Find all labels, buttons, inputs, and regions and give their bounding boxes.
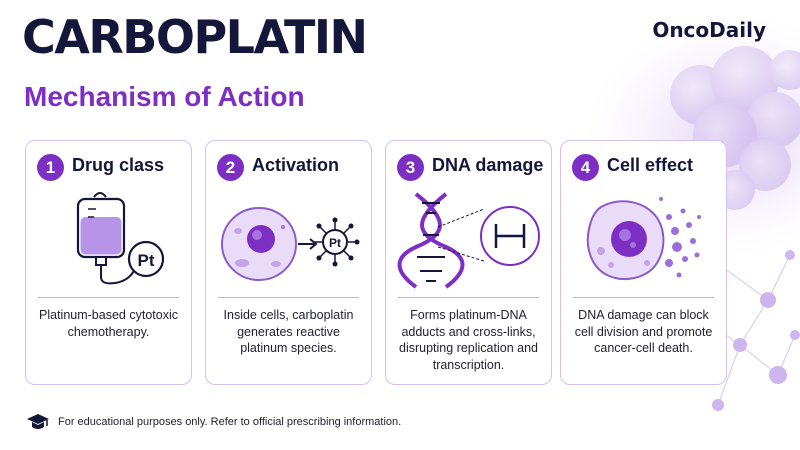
card-title: DNA damage bbox=[432, 155, 544, 175]
card-divider bbox=[398, 297, 539, 298]
dna-crosslink-icon bbox=[397, 192, 540, 289]
step-number-badge: 1 bbox=[37, 154, 64, 181]
card-description: DNA damage can block cell division and p… bbox=[574, 308, 713, 355]
page-subtitle: Mechanism of Action bbox=[24, 81, 305, 112]
cell-activation-icon: Pt bbox=[221, 207, 360, 281]
card-divider bbox=[573, 297, 714, 298]
pt-symbol: Pt bbox=[329, 236, 341, 250]
iv-bag-icon: Pt bbox=[76, 192, 165, 285]
card-title: Drug class bbox=[72, 155, 165, 175]
card-cell-effect: 4 Cell effect DNA damage can block cell … bbox=[560, 140, 727, 385]
dying-cell-icon bbox=[586, 197, 701, 280]
card-divider bbox=[38, 297, 179, 298]
card-title: Cell effect bbox=[607, 155, 694, 175]
card-dna-damage: 3 DNA damage Forms platinum-DNA adducts … bbox=[385, 140, 552, 385]
step-number-badge: 4 bbox=[572, 154, 599, 181]
page-title: CARBOPLATIN bbox=[22, 10, 368, 64]
graduation-cap-icon bbox=[27, 414, 49, 429]
card-title: Activation bbox=[252, 155, 340, 175]
card-activation: 2 Activation Pt Inside cells, bbox=[205, 140, 372, 385]
pt-symbol: Pt bbox=[138, 251, 155, 270]
card-description: Platinum-based cytotoxic chemotherapy. bbox=[39, 308, 178, 339]
disclaimer-text: For educational purposes only. Refer to … bbox=[58, 416, 402, 428]
step-number-badge: 3 bbox=[397, 154, 424, 181]
card-drug-class: 1 Drug class Pt Platinum-based cytotoxic… bbox=[25, 140, 192, 385]
card-divider bbox=[218, 297, 359, 298]
card-description: Forms platinum-DNA adducts and cross-lin… bbox=[399, 308, 538, 372]
card-description: Inside cells, carboplatin generates reac… bbox=[223, 308, 354, 355]
step-number-badge: 2 bbox=[217, 154, 244, 181]
brand-logo: OncoDaily bbox=[652, 18, 766, 42]
